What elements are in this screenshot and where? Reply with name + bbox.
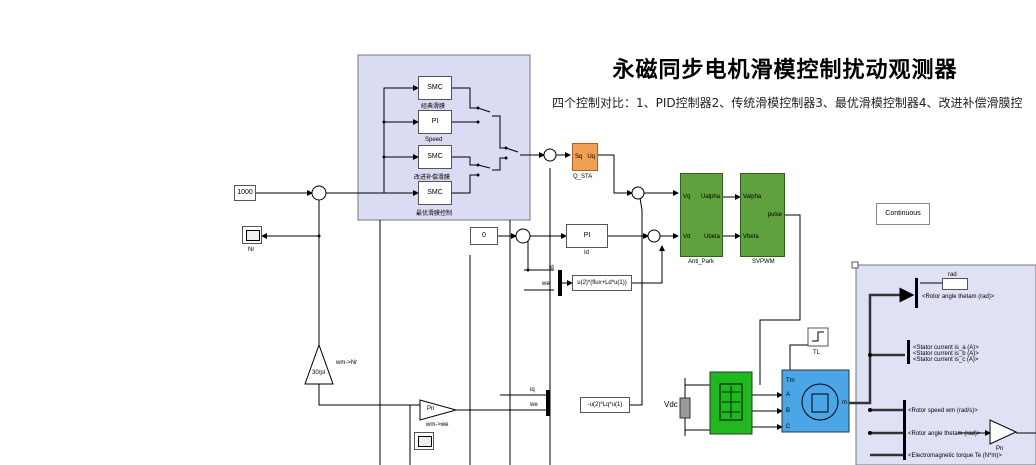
rad-display[interactable] xyxy=(942,278,968,290)
dc-source[interactable] xyxy=(679,397,691,419)
svpwm-pulse: pulse xyxy=(767,212,782,218)
nr-scope-caption: Nr xyxy=(248,247,255,253)
fcn-d-block[interactable]: u(2)*(flux+Ld*u(1)) xyxy=(572,275,632,291)
measurement-area-corner xyxy=(851,261,859,269)
powergui-continuous[interactable]: Continuous xyxy=(876,203,930,225)
anti-park-ualpha: Ualpha xyxy=(700,194,720,200)
svpwm-vbeta: Vbeta xyxy=(743,234,759,240)
vdc-label: Vdc xyxy=(664,400,678,409)
tl-caption: TL xyxy=(813,350,821,356)
nr-scope-screen xyxy=(246,230,260,241)
mux-bus-3[interactable] xyxy=(903,400,906,460)
anti-park-ubeta: Ubeta xyxy=(703,234,720,240)
smc-optimal-block[interactable]: SMC xyxy=(418,181,452,205)
smc-optimal-caption: 最优滑膜控制 xyxy=(416,211,453,217)
pi-speed-caption: Speed xyxy=(425,137,443,143)
gain-30pi-label: 30/pi xyxy=(312,370,326,376)
bus-stator-b: <Stator current is_b (A)> xyxy=(913,351,979,357)
motor-m: m xyxy=(842,400,847,406)
svpwm-caption: SVPWM xyxy=(752,259,775,265)
mux-d[interactable] xyxy=(558,270,562,296)
sum-uq[interactable] xyxy=(631,186,645,200)
mux-label-id: id xyxy=(549,265,554,271)
q-sta-out: Uq xyxy=(587,154,595,160)
smc-classic-block[interactable]: SMC xyxy=(418,76,452,100)
motor-b: B xyxy=(786,408,791,414)
inverter-symbol xyxy=(719,383,743,421)
sum-controller-out[interactable] xyxy=(543,148,557,162)
mux-label-we1: we xyxy=(542,281,550,287)
bus-stator-c: <Stator current is_c (A)> xyxy=(913,357,979,363)
pn-gain-2-label: Pn xyxy=(996,446,1004,452)
pn-gain[interactable] xyxy=(419,399,458,421)
mux-q[interactable] xyxy=(546,390,550,416)
q-sta-caption: Q_STA xyxy=(573,174,593,180)
motor-inner xyxy=(811,393,829,413)
pn-gain-2[interactable] xyxy=(989,419,1018,445)
smc-classic-caption: 经典滑膜 xyxy=(421,104,446,110)
bus-rotor-angle-2: <Rotor angle thetam (rad)> xyxy=(908,431,981,437)
motor-a: A xyxy=(786,392,791,398)
page-subtitle: 四个控制对比：1、PID控制器2、传统滑模控制器3、最优滑模控制器4、改进补偿滑… xyxy=(552,96,1023,110)
bus-stator-a: <Stator current is_a (A)> xyxy=(913,345,979,351)
svpwm-block[interactable]: Valpha Vbeta pulse xyxy=(740,173,785,257)
id-ref-constant[interactable]: 0 xyxy=(470,227,498,245)
anti-park-vq: Vq xyxy=(683,194,691,200)
pn-gain-label: Pn xyxy=(427,406,435,412)
pi-id-caption: Id xyxy=(584,250,590,256)
motor-tm: Tm xyxy=(786,378,795,384)
nr-scope[interactable] xyxy=(242,226,262,244)
speed-ref-constant[interactable]: 1000 xyxy=(234,185,256,201)
pi-speed-block[interactable]: PI xyxy=(418,110,452,134)
motor-c: C xyxy=(786,424,791,430)
mux-label-iq: iq xyxy=(530,387,535,393)
wm-we-label: wm->we xyxy=(426,422,449,428)
bus-rotor-angle: <Rotor angle thetam (rad)> xyxy=(922,294,995,300)
rad-label: rad xyxy=(948,272,957,278)
q-sta-in: Sq xyxy=(575,154,583,160)
mux-label-we2: we xyxy=(530,402,538,408)
bottom-scope[interactable] xyxy=(414,432,434,450)
smc-improved-caption: 改进补偿滑膜 xyxy=(414,175,451,181)
fcn-q-block[interactable]: -u(2)*Lq*u(1) xyxy=(580,397,630,413)
motor-symbol xyxy=(801,383,839,421)
anti-park-block[interactable]: Vq Vd Ualpha Ubeta xyxy=(680,173,723,257)
pi-id-block[interactable]: PI xyxy=(566,224,608,248)
sum-ud[interactable] xyxy=(647,229,661,243)
mux-bus-2[interactable] xyxy=(907,340,910,364)
anti-park-caption: Anti_Park xyxy=(688,259,715,265)
svpwm-valpha: Valpha xyxy=(743,194,762,200)
bus-torque: <Electromagnetic torque Te (N*m)> xyxy=(908,453,1002,459)
q-sta-block[interactable]: Sq Uq xyxy=(572,143,598,171)
wm-nr-label: wm->Nr xyxy=(336,360,358,366)
bottom-scope-screen xyxy=(418,436,432,447)
sum-speed[interactable] xyxy=(311,185,327,201)
anti-park-vd: Vd xyxy=(683,234,691,240)
smc-improved-block[interactable]: SMC xyxy=(418,145,452,169)
gain-30pi[interactable] xyxy=(304,343,334,385)
sum-id[interactable] xyxy=(515,228,531,244)
mux-bus-1[interactable] xyxy=(915,278,918,308)
page-title: 永磁同步电机滑模控制扰动观测器 xyxy=(612,58,958,83)
bus-rotor-speed: <Rotor speed wm (rad/s)> xyxy=(908,408,978,414)
